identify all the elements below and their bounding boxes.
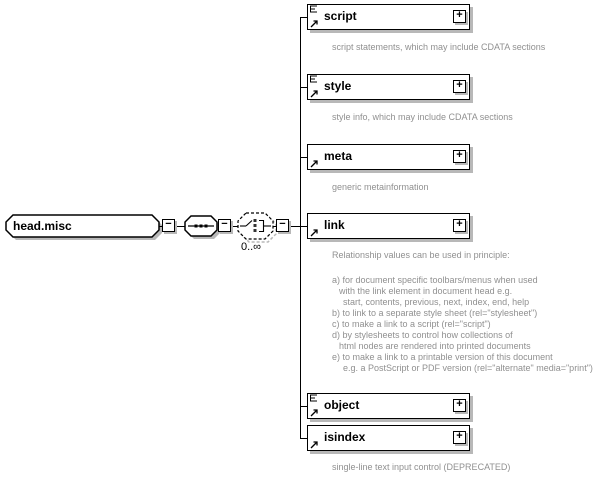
minus-icon: −: [165, 218, 172, 230]
reference-arrow-icon: [310, 409, 318, 417]
element-box-style[interactable]: style +: [307, 74, 470, 100]
expand-button-script[interactable]: +: [453, 10, 466, 23]
annotation-line: d) by stylesheets to control how collect…: [332, 330, 513, 340]
expand-button-meta[interactable]: +: [453, 150, 466, 163]
plus-icon: +: [456, 430, 463, 442]
annotation-lines-icon: [310, 5, 317, 13]
element-box-script[interactable]: script +: [307, 4, 470, 30]
expand-button-isindex[interactable]: +: [453, 431, 466, 444]
element-name: style: [324, 79, 352, 93]
collapse-button-choice[interactable]: −: [276, 219, 289, 232]
annotation-lines-icon: [310, 75, 317, 83]
root-element-shape[interactable]: [5, 214, 160, 238]
minus-icon: −: [221, 218, 228, 230]
element-box-meta[interactable]: meta +: [307, 144, 470, 170]
annotation-meta: generic metainformation: [332, 182, 429, 192]
annotation-script: script statements, which may include CDA…: [332, 42, 546, 52]
choice-icon: [240, 219, 271, 233]
annotation-isindex: single-line text input control (DEPRECAT…: [332, 462, 511, 472]
collapse-button-root[interactable]: −: [162, 219, 175, 232]
expand-button-style[interactable]: +: [453, 80, 466, 93]
annotation-line: html nodes are rendered into printed doc…: [339, 341, 531, 351]
element-name: isindex: [324, 430, 366, 444]
annotation-style: style info, which may include CDATA sect…: [332, 112, 513, 122]
element-box-isindex[interactable]: isindex +: [307, 425, 470, 451]
sequence-icon: [188, 224, 214, 228]
reference-arrow-icon: [310, 90, 318, 98]
sequence-compositor[interactable]: [184, 215, 218, 237]
element-box-object[interactable]: object +: [307, 393, 470, 419]
annotation-line: start, contents, previous, next, index, …: [343, 297, 530, 307]
reference-arrow-icon: [310, 20, 318, 28]
reference-arrow-icon: [310, 160, 318, 168]
collapse-button-sequence[interactable]: −: [218, 219, 231, 232]
element-name: meta: [324, 149, 353, 163]
minus-icon: −: [279, 218, 286, 230]
annotation-line: c) to make a link to a script (rel="scri…: [332, 319, 491, 329]
expand-button-object[interactable]: +: [453, 399, 466, 412]
plus-icon: +: [456, 9, 463, 21]
annotation-line: with the link element in document head e…: [339, 286, 513, 296]
connector-lines: [157, 17, 308, 439]
element-name: object: [324, 398, 360, 412]
annotation-lines-icon: [310, 394, 317, 402]
root-element-label: head.misc: [13, 219, 72, 233]
annotation-line: e.g. a PostScript or PDF version (rel="a…: [343, 363, 593, 373]
annotation-line: Relationship values can be used in princ…: [332, 250, 510, 260]
element-box-link[interactable]: link +: [307, 213, 470, 239]
plus-icon: +: [456, 149, 463, 161]
choice-compositor[interactable]: [237, 212, 274, 240]
annotation-line: e) to make a link to a printable version…: [332, 352, 553, 362]
expand-button-link[interactable]: +: [453, 219, 466, 232]
plus-icon: +: [456, 79, 463, 91]
plus-icon: +: [456, 398, 463, 410]
plus-icon: +: [456, 218, 463, 230]
occurrence-label: 0..∞: [240, 241, 262, 253]
annotation-line: a) for document specific toolbars/menus …: [332, 275, 538, 285]
element-name: link: [324, 218, 345, 232]
annotation-line: b) to link to a separate style sheet (re…: [332, 308, 538, 318]
reference-arrow-icon: [310, 229, 318, 237]
annotation-link: Relationship values can be used in princ…: [332, 250, 593, 374]
element-name: script: [324, 9, 357, 23]
reference-arrow-icon: [310, 441, 318, 449]
